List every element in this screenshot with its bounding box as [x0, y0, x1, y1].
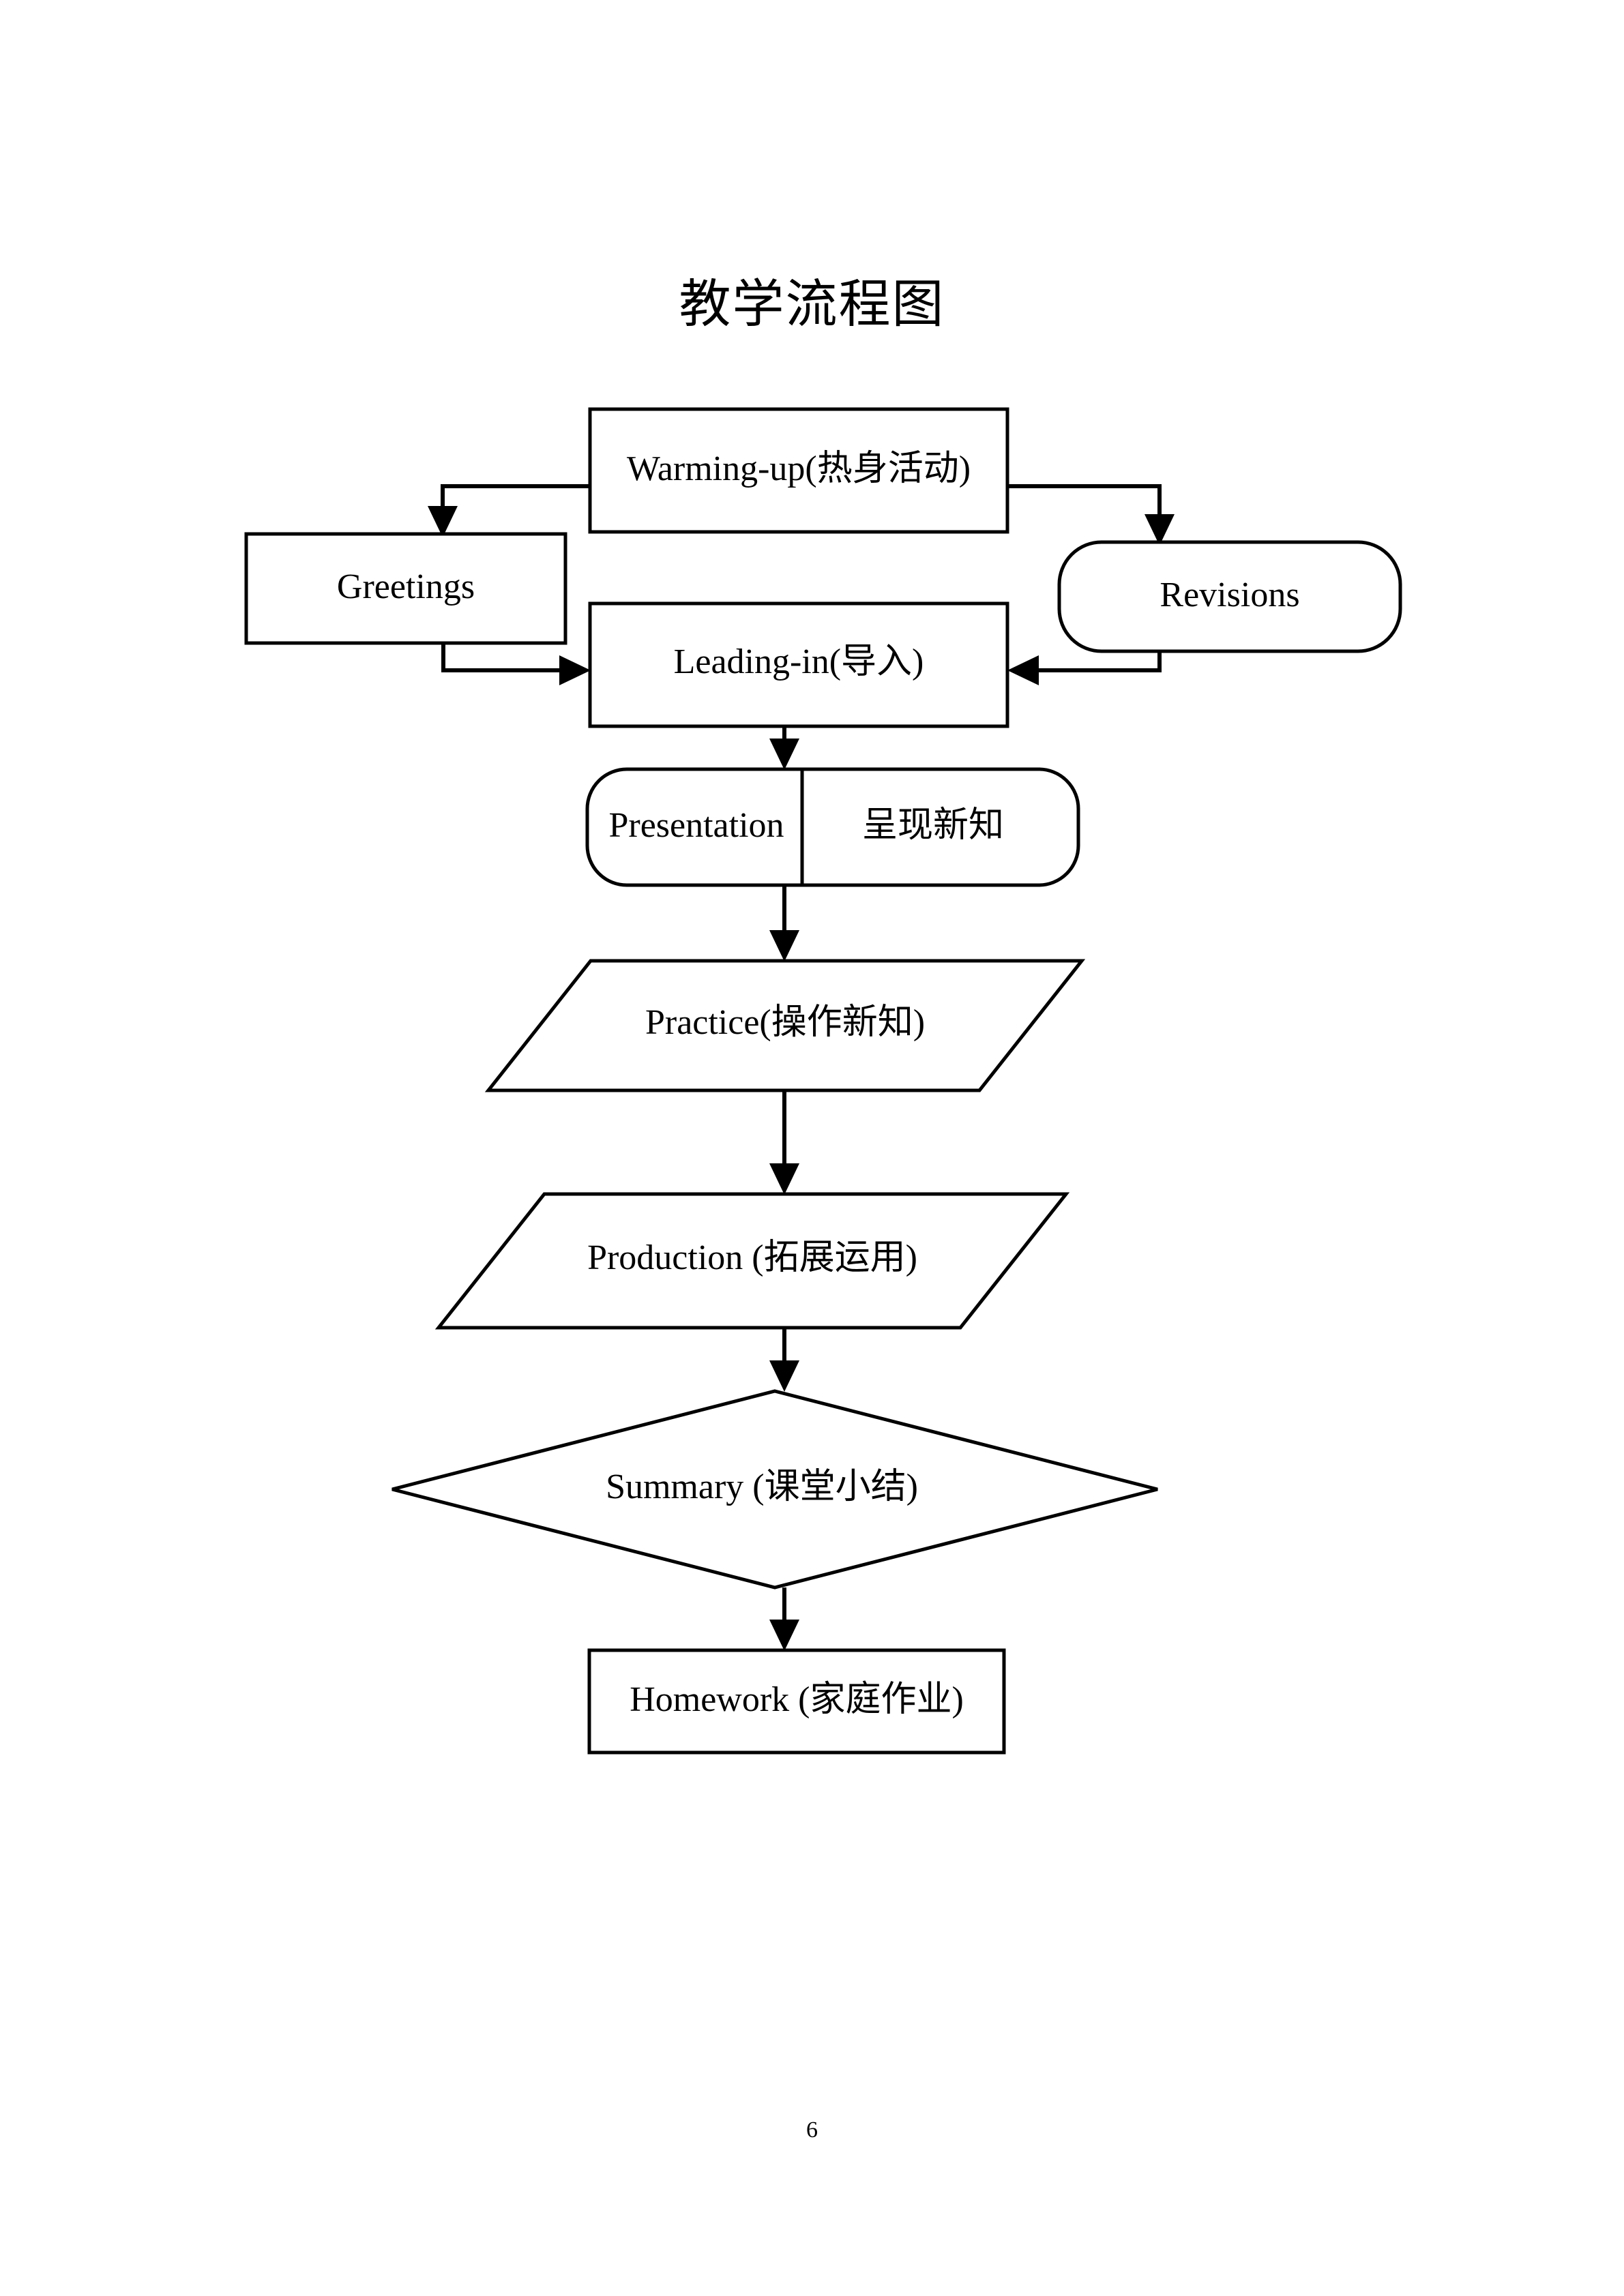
node-practice-label: Practice(操作新知): [645, 1003, 925, 1042]
node-homework[interactable]: Homework (家庭作业): [587, 1648, 1006, 1755]
node-production-label: Production (拓展运用): [587, 1238, 917, 1277]
node-greetings[interactable]: Greetings: [244, 532, 567, 645]
node-presentation-label-cn: 呈现新知: [862, 806, 1004, 845]
node-presentation[interactable]: Presentation 呈现新知: [585, 767, 1080, 887]
arrow-down-icon: [428, 506, 458, 537]
node-warming-up-label: Warming-up(热身活动): [627, 449, 971, 488]
arrow-down-icon: [769, 1620, 799, 1651]
arrow-down-icon: [1145, 514, 1175, 546]
arrow-left-icon: [1007, 655, 1039, 685]
edge-greetings-to-leadingin: [441, 643, 591, 685]
node-leading-in[interactable]: Leading-in(导入): [588, 601, 1009, 728]
node-presentation-label-en: Presentation: [608, 806, 784, 845]
edge-summary-to-homework: [769, 1587, 799, 1651]
edge-production-to-summary: [769, 1328, 799, 1392]
edge-revisions-to-leadingin: [1007, 651, 1162, 685]
arrow-right-icon: [559, 655, 591, 685]
node-leading-in-label: Leading-in(导入): [674, 642, 924, 681]
node-revisions[interactable]: Revisions: [1057, 540, 1402, 653]
page-title: 教学流程图: [679, 273, 945, 334]
node-practice[interactable]: Practice(操作新知): [484, 959, 1086, 1092]
node-warming-up[interactable]: Warming-up(热身活动): [588, 407, 1009, 534]
edge-presentation-to-practice: [769, 885, 799, 961]
node-homework-label: Homework (家庭作业): [630, 1680, 964, 1719]
node-summary[interactable]: Summary (课堂小结): [392, 1389, 1158, 1590]
node-greetings-label: Greetings: [337, 567, 475, 606]
arrow-down-icon: [769, 930, 799, 961]
page-number: 6: [806, 2117, 818, 2143]
node-summary-label: Summary (课堂小结): [606, 1467, 918, 1506]
arrow-down-icon: [769, 1360, 799, 1392]
arrow-down-icon: [769, 739, 799, 770]
node-production[interactable]: Production (拓展运用): [434, 1192, 1070, 1330]
edge-leadingin-to-presentation: [769, 726, 799, 770]
edge-practice-to-production: [769, 1090, 799, 1195]
edge-warmingup-to-greetings: [428, 484, 590, 537]
node-revisions-label: Revisions: [1160, 576, 1299, 614]
arrow-down-icon: [769, 1163, 799, 1195]
edge-warmingup-to-revisions: [1007, 484, 1175, 546]
